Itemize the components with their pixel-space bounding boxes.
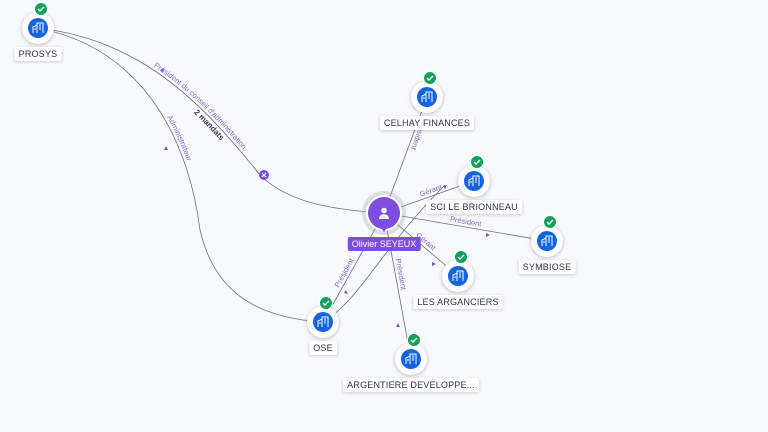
person-pin[interactable] <box>368 197 400 232</box>
company-circle[interactable] <box>22 2 54 44</box>
edge-label-administrateur: Administrateur <box>165 114 194 163</box>
building-icon <box>317 316 329 327</box>
building-icon <box>405 353 417 364</box>
company-circle[interactable] <box>442 250 474 292</box>
edge-label-symbiose: Président <box>449 214 483 228</box>
arrow-icon <box>160 68 164 73</box>
person-icon <box>379 207 389 219</box>
edge-label-argentiere: Président <box>394 258 409 292</box>
arrow-icon <box>486 233 490 237</box>
building-icon <box>541 235 553 246</box>
arrow-icon <box>344 290 348 294</box>
company-label[interactable]: PROSYS <box>14 47 62 61</box>
person-label[interactable]: Olivier SEYEUX <box>347 237 421 251</box>
company-circle[interactable] <box>458 155 490 197</box>
verified-check-icon <box>319 296 333 310</box>
company-circle[interactable] <box>411 71 443 113</box>
mandates-badge-icon[interactable] <box>259 170 269 180</box>
arrow-icon <box>432 262 436 266</box>
company-circle[interactable] <box>531 215 563 257</box>
verified-check-icon <box>543 215 557 229</box>
edge-label-prosys-president: Président du conseil d'administration <box>152 61 248 151</box>
company-label[interactable]: OSE <box>309 341 337 355</box>
verified-check-icon <box>34 2 48 16</box>
arrow-icon <box>443 185 447 189</box>
edge-prosys-administrateur <box>37 27 324 323</box>
building-icon <box>32 22 44 33</box>
company-label[interactable]: CELHAY FINANCES <box>379 116 475 130</box>
company-circle[interactable] <box>307 296 339 338</box>
verified-check-icon <box>454 250 468 264</box>
arrow-icon <box>164 146 168 150</box>
verified-check-icon <box>407 333 421 347</box>
building-icon <box>452 270 464 281</box>
building-icon <box>468 175 480 186</box>
company-circle[interactable] <box>395 333 427 375</box>
company-label[interactable]: SCI LE BRIONNEAU <box>426 200 522 214</box>
verified-check-icon <box>470 155 484 169</box>
company-label[interactable]: LES ARGANCIERS <box>413 295 503 309</box>
edge-arrows <box>160 68 490 327</box>
arrow-icon <box>396 323 400 327</box>
building-icon <box>421 91 433 102</box>
company-label[interactable]: SYMBIOSE <box>518 260 576 274</box>
verified-check-icon <box>423 71 437 85</box>
company-label[interactable]: ARGENTIERE DEVELOPPE... <box>343 378 479 392</box>
